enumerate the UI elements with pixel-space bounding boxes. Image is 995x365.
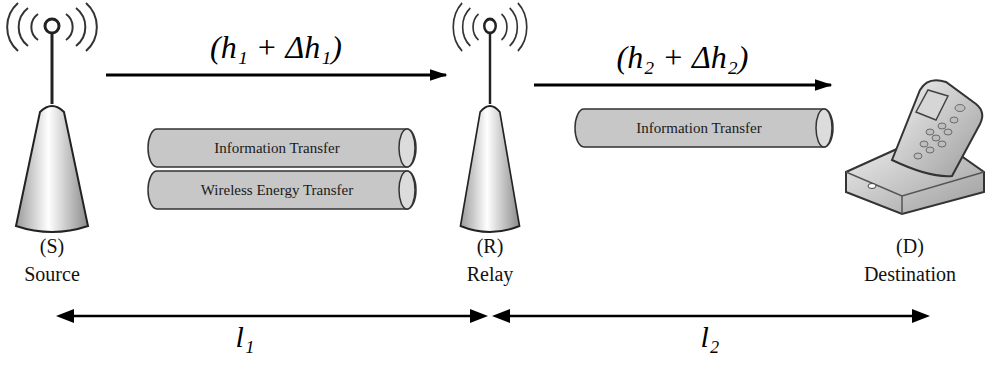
- distance-label: l₁: [236, 320, 255, 353]
- distance-dimension: [56, 309, 930, 323]
- station-label: (D): [835, 232, 985, 260]
- station-label: Relay: [450, 260, 530, 288]
- source-station: (S)Source: [2, 0, 102, 288]
- transfer-cylinder: Information Transfer: [575, 108, 833, 148]
- station-label: (S): [2, 232, 102, 260]
- station-label: Destination: [835, 260, 985, 288]
- transfer-label: Information Transfer: [214, 139, 349, 157]
- distance-label: l₂: [701, 320, 720, 353]
- channel-gain-label: (h₁ + Δh₁): [210, 27, 342, 69]
- station-label: (R): [450, 232, 530, 260]
- channel-arrow: [534, 84, 831, 87]
- relay-tower: [453, 3, 527, 232]
- destination-station: (D)Destination: [835, 0, 985, 288]
- source-tower: [7, 3, 97, 232]
- mobile-phone: [846, 80, 984, 214]
- station-label: Source: [2, 260, 102, 288]
- transfer-cylinder: Information Transfer: [148, 128, 416, 168]
- transfer-label: Wireless Energy Transfer: [201, 181, 363, 199]
- channel-gain-label: (h₂ + Δh₂): [617, 37, 749, 79]
- transfer-cylinder: Wireless Energy Transfer: [148, 170, 416, 210]
- relay-station: (R)Relay: [450, 0, 530, 288]
- channel-arrow: [106, 74, 446, 77]
- transfer-label: Information Transfer: [636, 119, 771, 137]
